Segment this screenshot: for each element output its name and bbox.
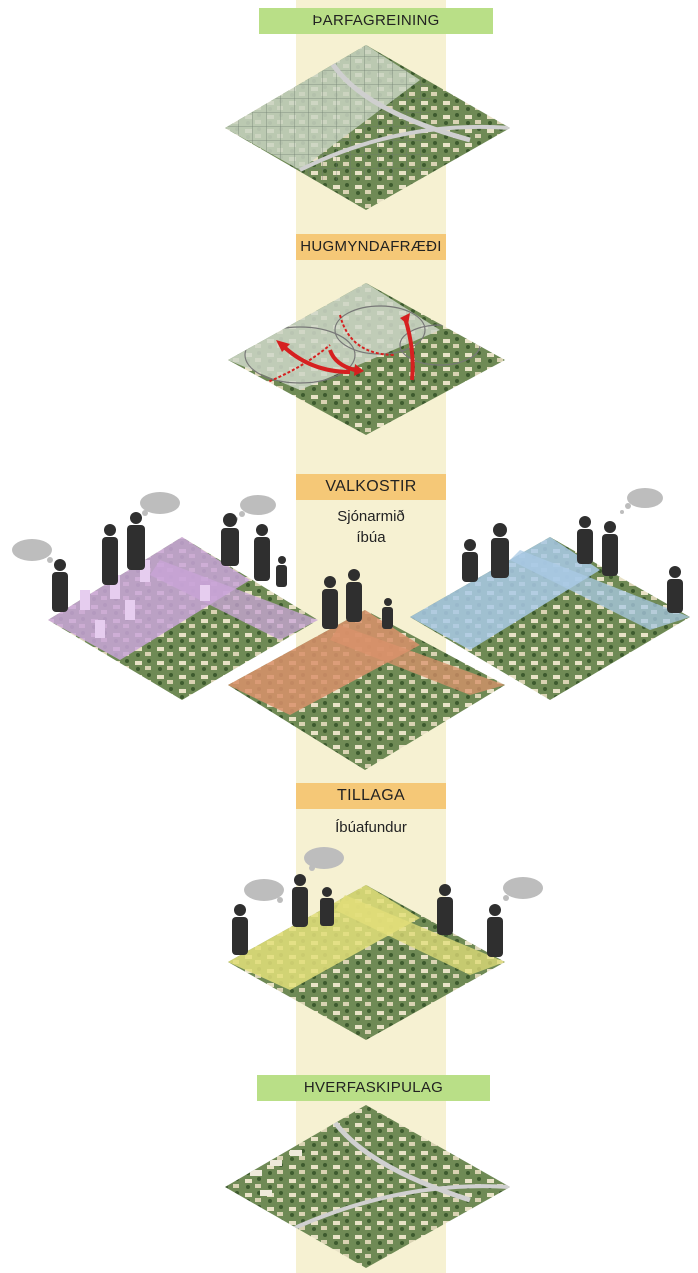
stage-label-needs-analysis: ÞARFAGREINING xyxy=(259,8,493,34)
stage-label-concept: HUGMYNDAFRÆÐI xyxy=(296,234,446,260)
stage-subtitle-options-line2: íbúa xyxy=(356,529,386,546)
stage-subtitle-proposal: Íbúafundur xyxy=(335,819,407,836)
option-map-right xyxy=(410,537,690,700)
analysis-map-diamond xyxy=(225,45,510,210)
stage-subtitle-options-line1: Sjónarmið xyxy=(337,508,405,525)
option-map-left xyxy=(48,537,318,700)
person-silhouette-icon xyxy=(52,512,683,957)
stage-label-district-plan: HVERFASKIPULAG xyxy=(257,1075,490,1101)
proposal-map-diamond xyxy=(228,885,505,1040)
option-map-center xyxy=(228,610,505,770)
concept-map-diamond xyxy=(228,283,505,435)
stage-label-options: VALKOSTIR xyxy=(296,474,446,500)
stage-label-proposal: TILLAGA xyxy=(296,783,446,809)
plan-map-diamond xyxy=(225,1105,510,1268)
speech-bubble-icon xyxy=(12,488,663,901)
